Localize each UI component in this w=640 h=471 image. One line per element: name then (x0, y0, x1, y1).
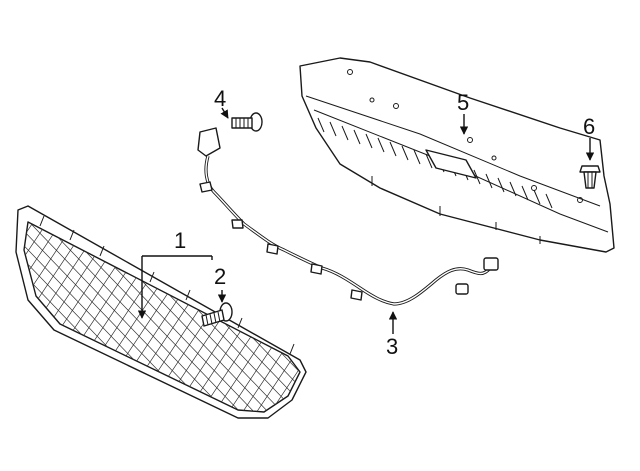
grille-part (15, 205, 307, 419)
shield-mount-holes (347, 69, 583, 203)
screw-part-2 (201, 302, 233, 327)
screw-part-4 (231, 112, 263, 132)
callout-2: 2 (214, 264, 226, 289)
callout-5: 5 (457, 90, 469, 115)
callout-3: 3 (386, 334, 398, 359)
leader-lines (142, 107, 595, 334)
callout-1: 1 (174, 228, 186, 253)
harness-connectors (199, 181, 499, 301)
radiator-shield-part (299, 57, 615, 253)
wiring-harness-part (197, 127, 499, 306)
push-clip-part-6 (579, 165, 601, 189)
callout-4: 4 (214, 86, 226, 111)
callout-6: 6 (583, 114, 595, 139)
